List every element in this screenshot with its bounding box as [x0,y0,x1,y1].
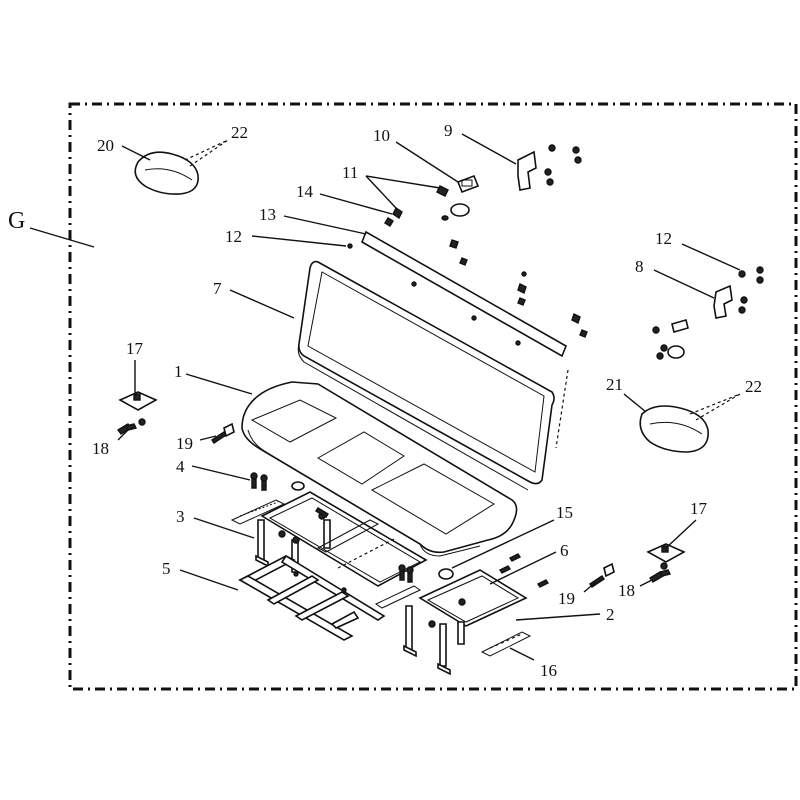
callout-14: 14 [296,182,314,201]
pin-19-left [211,422,235,444]
callout-20: 20 [97,136,114,155]
seat-frame-left [255,491,428,587]
bolt-14 [384,206,403,227]
callout-9: 9 [444,121,453,140]
leader-1 [185,373,253,395]
headrest-right [639,405,709,453]
leader-6 [489,551,557,585]
leader-12-left [251,235,347,247]
callout-19-left: 19 [176,434,193,453]
assembly-boundary [68,102,798,691]
plate-17-right [646,543,686,563]
bracket-8 [652,266,764,360]
callout-18-right: 18 [618,581,635,600]
leader-11-b [365,175,441,189]
callout-21: 21 [606,375,623,394]
leader-8 [653,269,715,299]
leader-15 [451,519,555,569]
callout-8: 8 [635,257,644,276]
screws-top [517,271,588,338]
seat-back [297,260,555,491]
leader-22-left-b [189,139,229,167]
seat-frame-right [403,553,550,676]
pad-strip-center [316,519,397,569]
callout-12-left: 12 [225,227,242,246]
callout-22-right: 22 [745,377,762,396]
callout-7: 7 [213,279,222,298]
callout-10: 10 [373,126,390,145]
bracket-9 [517,144,582,191]
leader-18-left [117,429,129,441]
leader-19-left [199,435,217,441]
leader-11-a [365,175,397,209]
leader-18-right [639,579,653,587]
leader-22-right-a [689,393,741,415]
bolts-center [398,564,414,583]
callout-17-left: 17 [126,339,144,358]
bushing-top [291,481,305,491]
callout-12-right: 12 [655,229,672,248]
callout-4: 4 [176,457,185,476]
leader-10 [395,141,459,183]
pad-strip-left [230,499,286,525]
callout-2: 2 [606,605,615,624]
pad-16 [480,631,532,657]
seat-cushion [241,381,518,557]
nut-11 [436,185,470,266]
leader-12-right [681,243,741,271]
pad-strip-right [374,585,422,609]
leader-22-right-b [695,393,741,421]
mounting-bar [360,230,568,358]
alignment-line [555,369,569,449]
clip-10 [456,174,480,194]
leader-3 [193,517,255,539]
lower-frame [238,554,386,641]
leader-4 [191,465,251,481]
callout-15: 15 [556,503,573,522]
leader-20 [121,145,151,161]
leader-14 [319,193,393,215]
callout-16: 16 [540,661,557,680]
bolts-4 [250,472,268,491]
callout-13: 13 [259,205,276,224]
bushing-15 [438,568,454,580]
bolt-18-right [648,562,672,583]
headrest-left [134,151,199,195]
callout-18-left: 18 [92,439,109,458]
leader-19-right [583,581,597,593]
callout-3: 3 [176,507,185,526]
leader-7 [229,289,295,319]
callout-22-left: 22 [231,123,248,142]
callout-6: 6 [560,541,569,560]
leader-13 [283,215,367,235]
bolt-18-left [116,418,146,435]
callout-19-right: 19 [558,589,575,608]
leader-21 [623,393,647,413]
leader-17-right [665,519,697,549]
callout-5: 5 [162,559,171,578]
screw-12-left [347,243,353,249]
leader-group [29,227,95,248]
leader-22-left-a [184,139,229,161]
group-letter: G [8,208,25,234]
plate-17-left [118,391,158,411]
leader-2 [515,613,601,621]
callout-17-right: 17 [690,499,708,518]
leader-16 [509,647,535,661]
callout-1: 1 [174,362,183,381]
callout-11: 11 [342,163,358,182]
leader-5 [179,569,239,591]
leader-9 [461,133,517,165]
